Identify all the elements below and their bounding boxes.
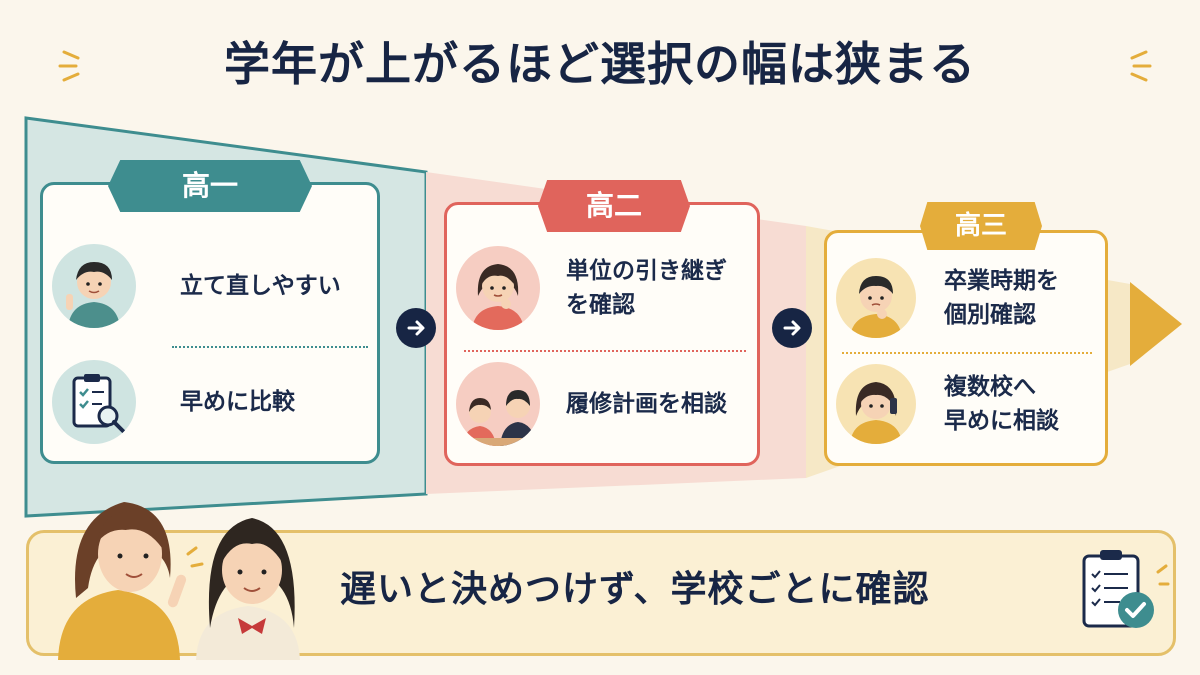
stage1-item-1-text: 立て直しやすい — [180, 273, 341, 299]
stage3-item-2-text: 複数校へ 早めに相談 — [944, 374, 1059, 434]
stage1-item-1: 立て直しやすい — [52, 244, 341, 328]
stage2-item-1: 単位の引き継ぎ を確認 — [456, 246, 727, 330]
sparkle-right-icon — [1130, 50, 1152, 82]
phone-call-icon — [836, 364, 916, 444]
student-pointing-icon — [52, 244, 136, 328]
sparkle-left-icon — [58, 50, 80, 82]
clipboard-check-icon — [1082, 550, 1170, 628]
stage-badge-grade3: 高三 — [920, 202, 1042, 250]
stage2-divider — [464, 350, 746, 352]
stage2-item-2: 履修計画を相談 — [456, 362, 727, 446]
arrow-right-icon — [772, 308, 812, 348]
stage-badge-grade2: 高二 — [538, 180, 690, 232]
page-title: 学年が上がるほど選択の幅は狭まる — [224, 37, 976, 91]
stage2-item-1-text: 単位の引き継ぎ を確認 — [566, 258, 727, 318]
consultation-icon — [456, 362, 540, 446]
woman-thinking-icon — [456, 246, 540, 330]
arrow-right-icon — [396, 308, 436, 348]
stage3-item-2: 複数校へ 早めに相談 — [836, 364, 1059, 444]
stage1-divider — [172, 346, 368, 348]
stage3-divider — [842, 352, 1092, 354]
stage3-item-1-text: 卒業時期を 個別確認 — [944, 268, 1059, 328]
funnel-tip-arrow — [1130, 282, 1182, 366]
clipboard-magnifier-icon — [52, 360, 136, 444]
banner-text: 遅いと決めつけず、学校ごとに確認 — [340, 569, 930, 610]
stage1-item-2: 早めに比較 — [52, 360, 295, 444]
stage3-item-1: 卒業時期を 個別確認 — [836, 258, 1059, 338]
student-thinking-icon — [836, 258, 916, 338]
stage1-item-2-text: 早めに比較 — [180, 389, 295, 415]
mother-and-daughter-icon — [58, 502, 300, 660]
stage2-item-2-text: 履修計画を相談 — [566, 391, 727, 417]
stage-badge-grade1: 高一 — [108, 160, 312, 212]
